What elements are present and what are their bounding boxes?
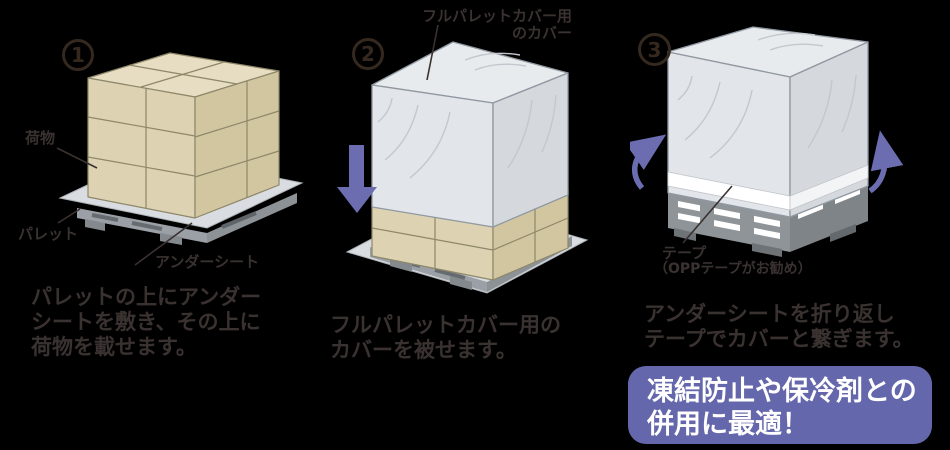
- tape-band: [667, 164, 869, 211]
- leader-lines: [56, 147, 193, 266]
- cover-label: フルパレットカバー用 のカバー: [421, 7, 572, 42]
- leader-line: [426, 24, 439, 81]
- fold-arrow-left-icon: [630, 134, 667, 190]
- tape-label: テープ: [662, 244, 707, 262]
- down-arrow-icon: [337, 145, 377, 213]
- cover-creases: [377, 52, 557, 179]
- benefit-callout-text: 凍結防止や保冷剤との: [647, 376, 917, 407]
- step1-caption: パレットの上にアンダー シートを敷き、その上に 荷物を載せます。: [31, 285, 262, 359]
- leader-line: [682, 185, 733, 244]
- undersheet-label: アンダーシート: [155, 253, 260, 271]
- fold-arrow-right-icon: [868, 130, 904, 194]
- cargo-boxes: [87, 52, 280, 219]
- step3-caption: アンダーシートを折り返し テープでカバーと繋ぎます。: [644, 302, 914, 351]
- pallet: [77, 193, 297, 245]
- cover-creases: [677, 32, 857, 159]
- benefit-callout: 凍結防止や保冷剤との 併用に最適！: [628, 366, 932, 444]
- pallet-label: パレット: [18, 225, 79, 243]
- taped-cover-illustration: [630, 26, 904, 257]
- step-number-badge: 3: [638, 33, 671, 66]
- step2-caption: フルパレットカバー用の カバーを被せます。: [330, 313, 561, 362]
- tape-note-label: （OPPテープがお勧め）: [654, 261, 812, 277]
- benefit-callout-text: 併用に最適！: [647, 409, 809, 440]
- pallet-cargo-illustration: [56, 52, 304, 266]
- cover-placement-illustration: [337, 24, 589, 294]
- pallet-cover: [371, 41, 569, 228]
- cargo-label: 荷物: [25, 129, 56, 147]
- step-number-badge: 1: [62, 39, 94, 71]
- step-number-badge: 2: [352, 38, 384, 70]
